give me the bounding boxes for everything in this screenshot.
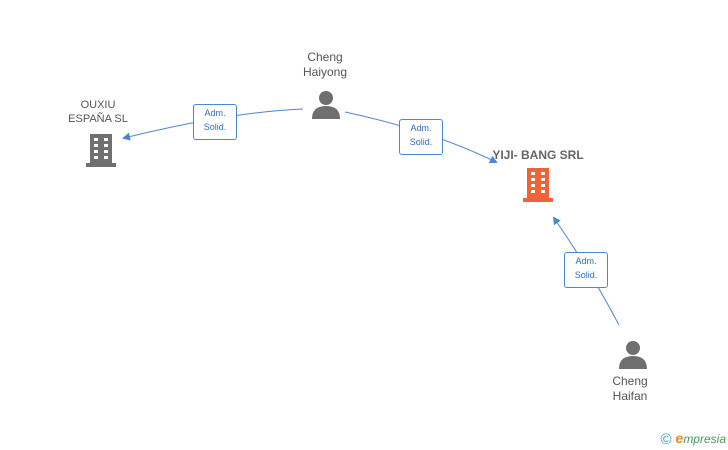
relation-role-line-2: Solid. [574,270,598,280]
person-name-line-2: Haifan [612,389,648,403]
relation-role-line-2: Solid. [409,137,433,147]
person-name-line-1: Cheng [612,374,648,388]
company-label-ouxiu[interactable]: OUXIU ESPAÑA SL [58,98,138,126]
relation-role-line-1: Adm. [575,256,597,266]
relation-badge-haiyong-yiji[interactable]: Adm. Solid. [399,119,443,155]
company-name: YIJI- BANG SRL [492,148,584,162]
building-icon-highlight[interactable] [522,168,554,202]
company-name-line-1: OUXIU [80,99,116,111]
relation-role-line-2: Solid. [203,122,227,132]
brand-name: mpresia [683,432,726,446]
relation-role-line-1: Adm. [204,108,226,118]
person-label-cheng-haifan[interactable]: Cheng Haifan [598,374,662,404]
person-icon[interactable] [311,89,341,119]
person-icon[interactable] [618,339,648,369]
person-name-line-2: Haiyong [302,65,348,79]
company-label-yiji-bang[interactable]: YIJI- BANG SRL [488,148,588,163]
company-name-line-2: ESPAÑA SL [68,113,128,125]
copyright-icon: © [660,431,672,448]
relation-badge-haifan-yiji[interactable]: Adm. Solid. [564,252,608,288]
person-name-line-1: Cheng [307,50,343,64]
building-icon[interactable] [85,134,117,167]
relation-badge-haiyong-ouxiu[interactable]: Adm. Solid. [193,104,237,140]
empresia-watermark: ©empresia [660,430,726,448]
relation-role-line-1: Adm. [410,123,432,133]
brand-initial: e [675,430,684,446]
person-label-cheng-haiyong[interactable]: Cheng Haiyong [293,50,357,80]
